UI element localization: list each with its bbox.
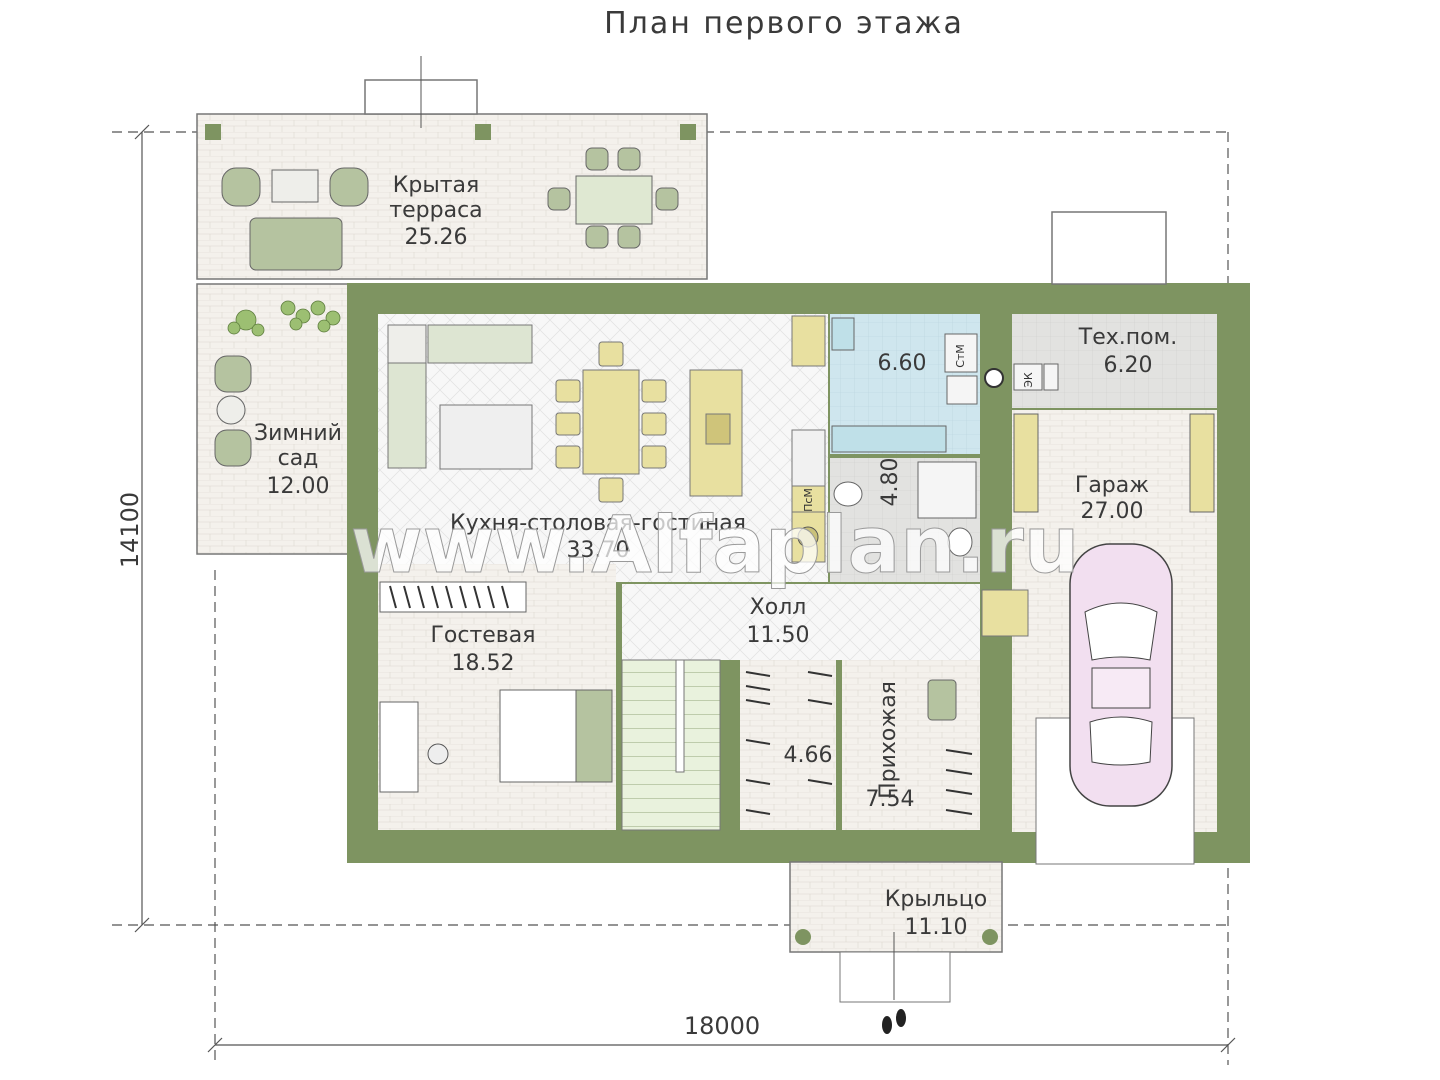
hall-name: Холл (750, 595, 807, 620)
guest-room-area (378, 564, 616, 830)
boiler-label: ЭК (1022, 372, 1035, 388)
washer-label: СтМ (954, 344, 967, 368)
garden-area-value: 12.00 (267, 474, 330, 499)
dimension-width: 18000 (684, 1012, 760, 1040)
plan-title: План первого этажа (604, 6, 964, 41)
car-icon (1069, 543, 1173, 807)
terrace-furniture (221, 147, 679, 271)
bath-area-value: 6.60 (878, 351, 927, 376)
watermark: www.Alfaplan.ru (351, 501, 1080, 591)
wc-area-value: 4.80 (878, 458, 903, 507)
porch-name: Крыльцо (885, 887, 987, 912)
garden-name-1: Зимний (254, 421, 342, 446)
terrace-area-value: 25.26 (405, 225, 468, 250)
garden-name-2: сад (278, 446, 319, 471)
terrace-name-1: Крытая (393, 173, 480, 198)
closet-area-value: 4.66 (784, 743, 833, 768)
dishwasher-label: ПсМ (802, 488, 815, 512)
tech-area-value: 6.20 (1104, 353, 1153, 378)
hall-area-value: 11.50 (747, 623, 810, 648)
kitchen-name: Кухня-столовая-гостиная (450, 511, 746, 536)
entry-area (842, 660, 980, 830)
guest-area-value: 18.52 (452, 651, 515, 676)
garage-name: Гараж (1075, 473, 1149, 498)
hall-area (622, 584, 1029, 660)
porch-area-value: 11.10 (905, 915, 968, 940)
entry-area-value: 7.54 (866, 787, 915, 812)
terrace-name-2: терраса (389, 198, 482, 223)
closet-area (740, 660, 836, 830)
entry-name: Прихожая (876, 681, 901, 799)
kitchen-area-value: 33.70 (567, 538, 630, 563)
tech-room-area (984, 314, 1217, 408)
kitchen-living-area (378, 314, 828, 582)
dimension-height: 14100 (116, 492, 144, 568)
guest-name: Гостевая (430, 623, 535, 648)
garage-area-value: 27.00 (1081, 499, 1144, 524)
wc-area (830, 458, 980, 582)
porch-area (789, 861, 1003, 1003)
tech-name: Тех.пом. (1078, 325, 1177, 350)
footprints-icon (882, 1009, 906, 1034)
bathroom-area (830, 314, 980, 454)
staircase (621, 659, 721, 831)
